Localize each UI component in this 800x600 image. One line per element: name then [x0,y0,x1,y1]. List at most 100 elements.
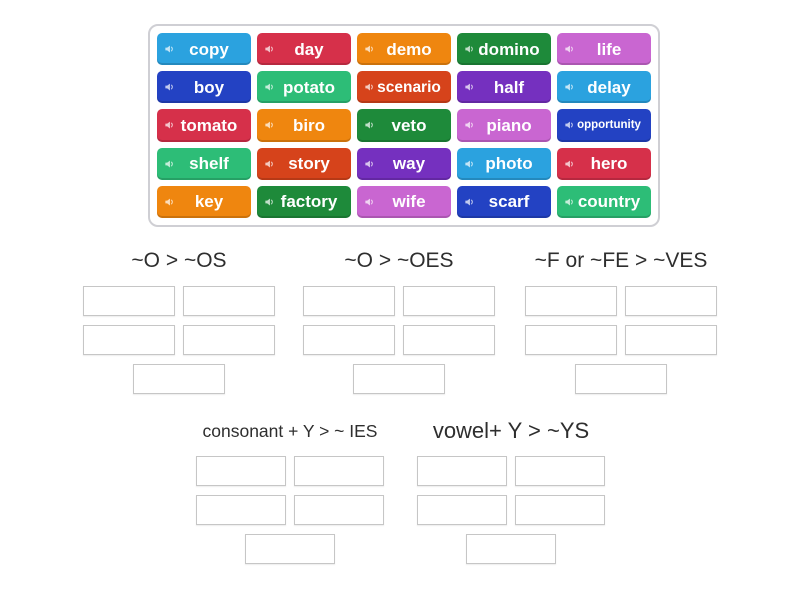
word-tile-wife[interactable]: wife [357,185,451,218]
word-tile-label: photo [485,154,533,174]
drop-slot[interactable] [294,456,384,486]
speaker-icon[interactable] [564,82,575,93]
speaker-icon[interactable] [264,158,275,169]
speaker-icon[interactable] [564,196,575,207]
speaker-icon[interactable] [364,158,375,169]
speaker-icon[interactable] [164,120,175,131]
word-tile-potato[interactable]: potato [257,71,351,104]
word-tile-label: way [392,154,426,174]
speaker-icon[interactable] [164,44,175,55]
word-tile-copy[interactable]: copy [157,33,251,66]
drop-slot[interactable] [417,495,507,525]
speaker-icon[interactable] [364,44,375,55]
speaker-icon[interactable] [464,120,475,131]
group-o-to-oes: ~O > ~OES [303,246,495,394]
word-tile-hero[interactable]: hero [557,147,651,180]
word-tile-scenario[interactable]: scenario [357,71,451,104]
speaker-icon[interactable] [264,196,275,207]
word-tile-boy[interactable]: boy [157,71,251,104]
word-tile-biro[interactable]: biro [257,109,351,142]
speaker-icon[interactable] [464,196,475,207]
speaker-icon[interactable] [264,44,275,55]
drop-slot[interactable] [625,325,717,355]
speaker-icon[interactable] [364,120,375,131]
speaker-icon[interactable] [264,82,275,93]
word-tile-key[interactable]: key [157,185,251,218]
word-tile-opportunity[interactable]: opportunity [557,109,651,142]
word-tile-label: opportunity [577,118,641,131]
word-tile-half[interactable]: half [457,71,551,104]
speaker-icon[interactable] [564,158,575,169]
word-tile-label: key [194,192,224,212]
word-tile-piano[interactable]: piano [457,109,551,142]
word-tile-life[interactable]: life [557,33,651,66]
group-title-o-to-os: ~O > ~OS [131,249,227,272]
word-tile-label: delay [587,77,631,97]
group-slots-consonant-y-to-ies [196,456,384,564]
drop-slot[interactable] [133,364,225,394]
speaker-icon[interactable] [164,196,175,207]
word-tile-label: shelf [189,154,229,174]
word-tile-day[interactable]: day [257,33,351,66]
drop-slot[interactable] [515,456,605,486]
drop-slot[interactable] [417,456,507,486]
drop-slot[interactable] [183,325,275,355]
group-slots-o-to-oes [303,286,495,394]
drop-slot[interactable] [196,495,286,525]
drop-slot[interactable] [525,325,617,355]
word-tile-factory[interactable]: factory [257,185,351,218]
word-tile-label: copy [189,39,229,59]
drop-slot[interactable] [403,325,495,355]
word-tile-label: country [577,192,641,212]
word-tile-label: hero [590,154,628,174]
drop-slot[interactable] [303,286,395,316]
drop-slot[interactable] [83,325,175,355]
word-tile-demo[interactable]: demo [357,33,451,66]
word-tile-label: wife [392,192,426,212]
word-tile-label: domino [478,39,540,59]
speaker-icon[interactable] [364,82,375,93]
speaker-icon[interactable] [164,158,175,169]
drop-slot[interactable] [294,495,384,525]
word-tile-way[interactable]: way [357,147,451,180]
word-tile-label: factory [280,192,338,212]
drop-slot[interactable] [466,534,556,564]
speaker-icon[interactable] [464,44,475,55]
word-tile-country[interactable]: country [557,185,651,218]
drop-slot[interactable] [515,495,605,525]
speaker-icon[interactable] [364,196,375,207]
word-tile-label: tomato [180,115,238,135]
drop-slot[interactable] [183,286,275,316]
drop-slot[interactable] [575,364,667,394]
speaker-icon[interactable] [464,158,475,169]
word-tile-label: story [288,154,330,174]
word-tile-photo[interactable]: photo [457,147,551,180]
drop-slot[interactable] [83,286,175,316]
drop-slot[interactable] [525,286,617,316]
word-tile-story[interactable]: story [257,147,351,180]
drop-slot[interactable] [625,286,717,316]
drop-slot[interactable] [196,456,286,486]
word-tile-scarf[interactable]: scarf [457,185,551,218]
word-tile-delay[interactable]: delay [557,71,651,104]
group-vowel-y-to-ys: vowel+ Y > ~YS [417,416,605,564]
word-tile-veto[interactable]: veto [357,109,451,142]
speaker-icon[interactable] [164,82,175,93]
speaker-icon[interactable] [564,44,575,55]
drop-slot[interactable] [353,364,445,394]
word-tile-label: biro [292,115,326,135]
group-slots-f-fe-to-ves [525,286,717,394]
speaker-icon[interactable] [264,120,275,131]
word-tile-domino[interactable]: domino [457,33,551,66]
group-title-o-to-oes: ~O > ~OES [344,249,454,272]
drop-slot[interactable] [403,286,495,316]
word-tile-shelf[interactable]: shelf [157,147,251,180]
drop-slot[interactable] [303,325,395,355]
word-tile-label: boy [193,77,225,97]
group-o-to-os: ~O > ~OS [83,246,275,394]
drop-slot[interactable] [245,534,335,564]
speaker-icon[interactable] [564,120,575,131]
word-tile-tomato[interactable]: tomato [157,109,251,142]
speaker-icon[interactable] [464,82,475,93]
